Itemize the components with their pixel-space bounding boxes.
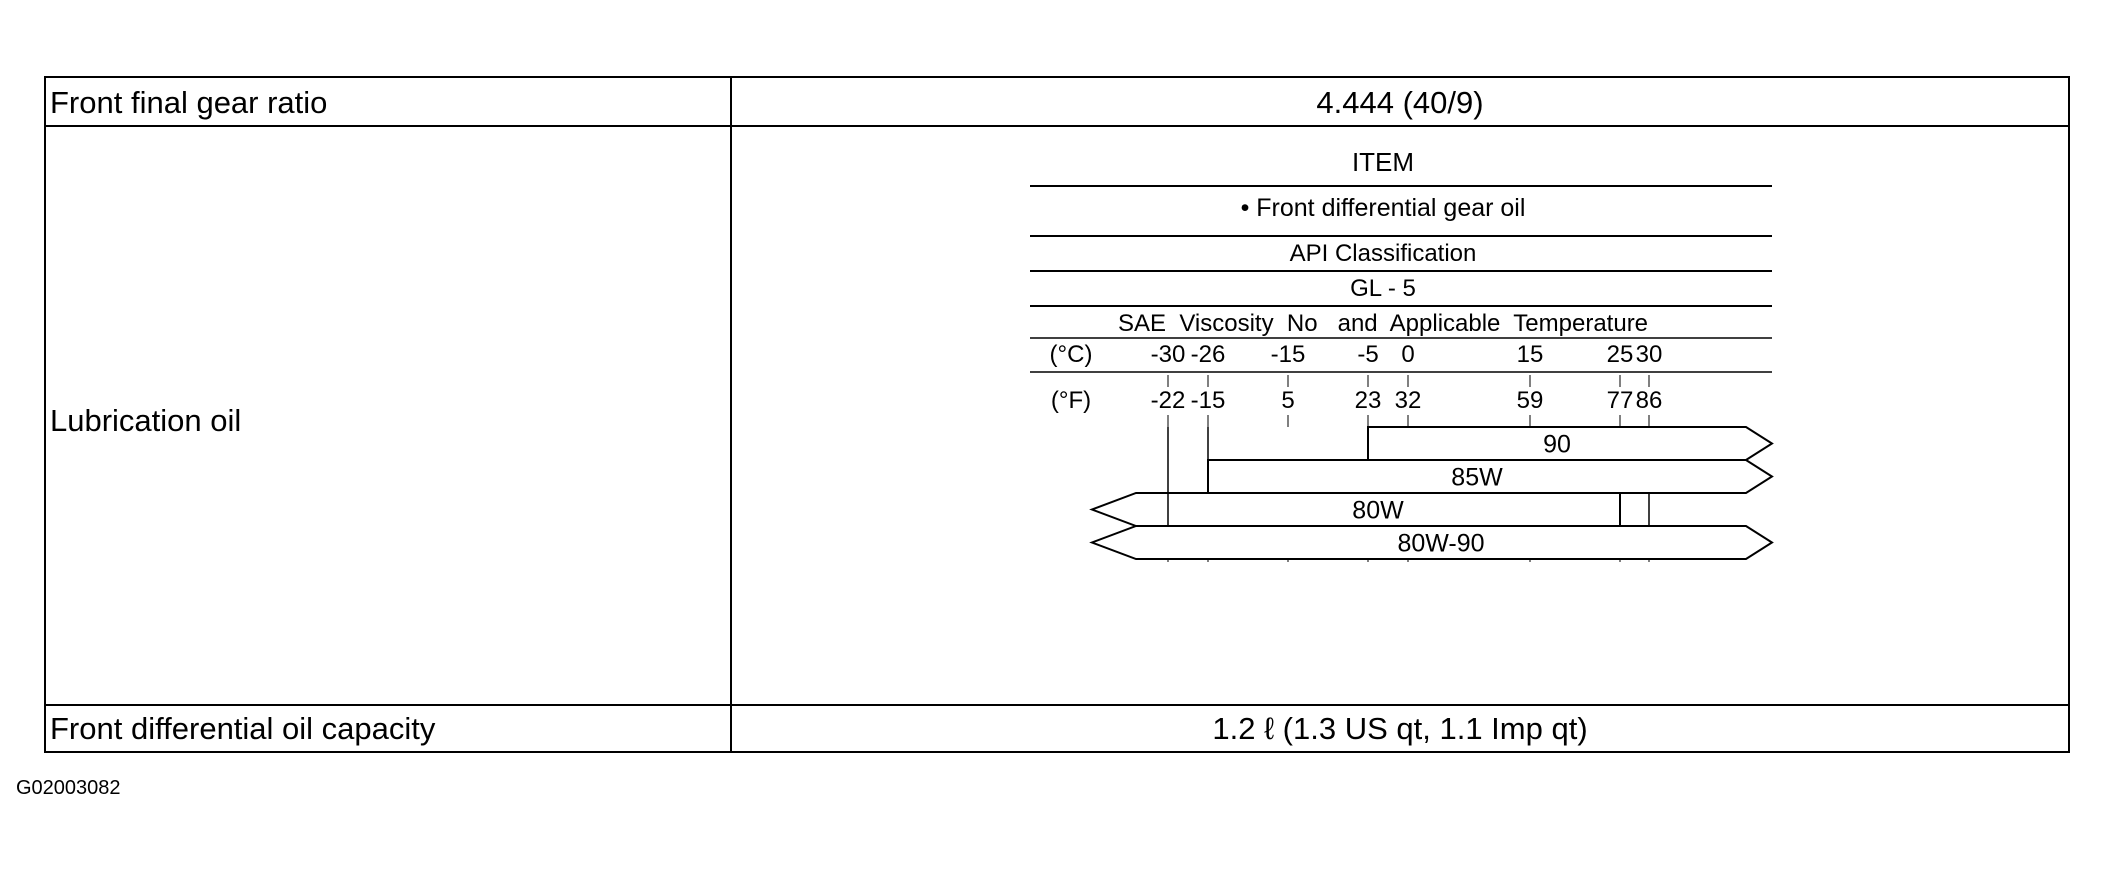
grade-bar xyxy=(1367,426,1774,461)
fahrenheit-unit: (°F) xyxy=(1051,387,1091,414)
fahrenheit-tick-label: -15 xyxy=(1191,387,1226,414)
grade-bar xyxy=(1089,525,1774,560)
sae-header: SAE Viscosity No and Applicable Temperat… xyxy=(1118,310,1648,337)
celsius-tick-label: -26 xyxy=(1191,341,1226,368)
grade-label: 90 xyxy=(1543,431,1571,459)
oil-viscosity-chart: ITEM • Front differential gear oil API C… xyxy=(1030,147,1774,562)
row-label: Front differential oil capacity xyxy=(50,711,436,746)
celsius-tick-label: -15 xyxy=(1271,341,1306,368)
fahrenheit-tick-label: 5 xyxy=(1281,387,1294,414)
grade-label: 85W xyxy=(1451,464,1503,492)
table-row: Lubrication oil ITEM • Front differentia… xyxy=(46,127,2068,706)
fahrenheit-tick-label: 23 xyxy=(1355,387,1382,414)
table-row: Front final gear ratio 4.444 (40/9) xyxy=(46,78,2068,127)
celsius-tick-label: 15 xyxy=(1517,341,1544,368)
row-value: 1.2 ℓ (1.3 US qt, 1.1 Imp qt) xyxy=(1212,711,1588,746)
fahrenheit-tick-label: 32 xyxy=(1395,387,1422,414)
grade-label: 80W xyxy=(1352,497,1404,525)
column-divider xyxy=(730,78,732,751)
grade-label: 80W-90 xyxy=(1397,530,1484,558)
row-value: 4.444 (40/9) xyxy=(1316,85,1484,120)
grade-bars: 90 85W 80W 80W-90 xyxy=(1089,426,1774,560)
table-row: Front differential oil capacity 1.2 ℓ (1… xyxy=(46,706,2068,751)
figure-code: G02003082 xyxy=(16,777,121,799)
item-header: ITEM xyxy=(1352,147,1414,177)
celsius-tick-label: 30 xyxy=(1636,341,1663,368)
fahrenheit-tick-label: -22 xyxy=(1151,387,1186,414)
api-value: GL - 5 xyxy=(1350,275,1416,302)
celsius-tick-label: -5 xyxy=(1357,341,1378,368)
specification-table: Front final gear ratio 4.444 (40/9) Lubr… xyxy=(44,76,2070,753)
fahrenheit-tick-label: 59 xyxy=(1517,387,1544,414)
celsius-tick-label: 25 xyxy=(1607,341,1634,368)
row-label: Lubrication oil xyxy=(50,403,242,438)
celsius-tick-label: -30 xyxy=(1151,341,1186,368)
celsius-unit: (°C) xyxy=(1050,341,1093,368)
fahrenheit-tick-label: 86 xyxy=(1636,387,1663,414)
celsius-tick-label: 0 xyxy=(1401,341,1414,368)
fahrenheit-tick-label: 77 xyxy=(1607,387,1634,414)
item-name: • Front differential gear oil xyxy=(1241,194,1526,222)
api-header: API Classification xyxy=(1290,240,1477,267)
row-label: Front final gear ratio xyxy=(50,85,328,120)
